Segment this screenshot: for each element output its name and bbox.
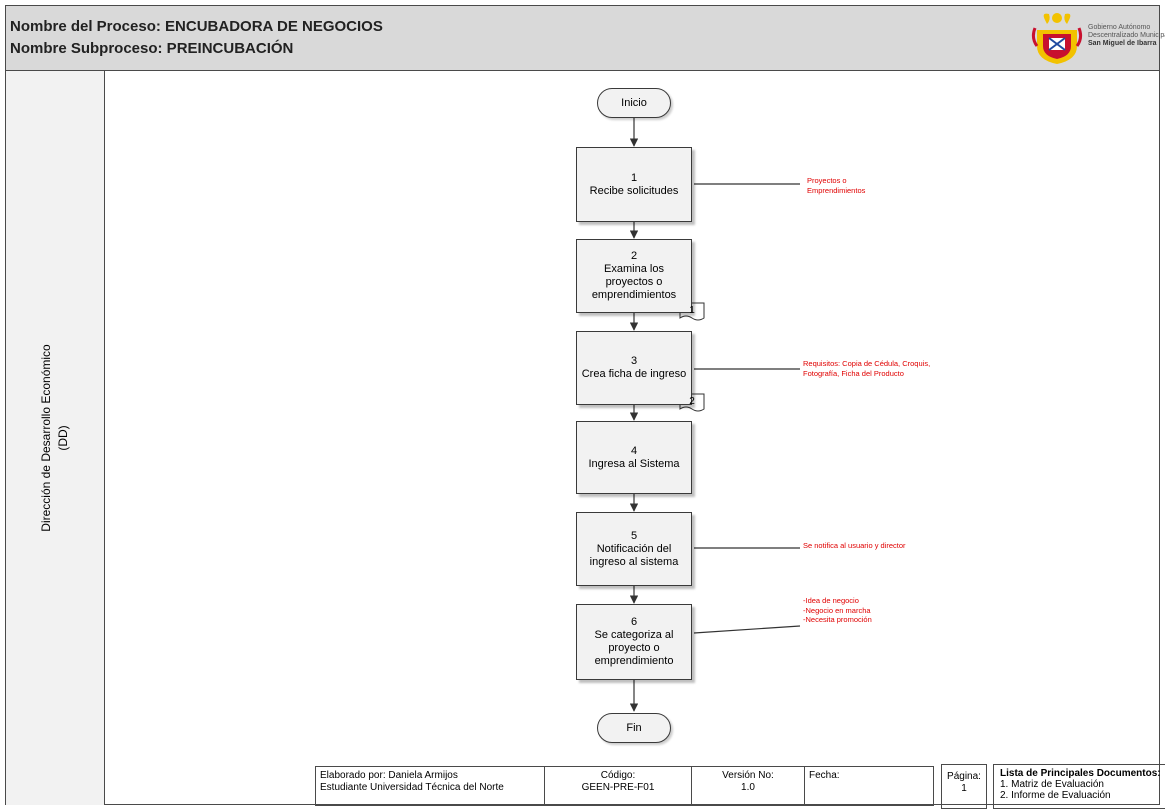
gov-line1: Gobierno Autónomo: [1088, 24, 1151, 31]
author-affiliation: Estudiante Universidad Técnica del Norte: [320, 782, 504, 793]
documents-list-item: 1. Matriz de Evaluación: [1000, 779, 1104, 790]
step-number: 5: [630, 529, 638, 542]
documents-list-item: 2. Informe de Evaluación: [1000, 790, 1111, 801]
document-ref-1: 1: [689, 305, 695, 316]
code-cell: Código: GEEN-PRE-F01: [544, 766, 692, 806]
annotation-line: -Necesita promoción: [803, 615, 872, 624]
version-label: Versión No:: [722, 770, 774, 781]
process-step-3: 3 Crea ficha de ingreso: [576, 331, 692, 405]
annotation-line: Fotografía, Ficha del Producto: [803, 368, 904, 378]
code-value: GEEN-PRE-F01: [581, 782, 655, 793]
page-cell: Página: 1: [941, 764, 987, 809]
gov-line2: Descentralizado Municipal: [1088, 32, 1165, 39]
annotation-line: Requisitos: Copia de Cédula, Croquis,: [803, 359, 931, 368]
documents-list-title: Lista de Principales Documentos:: [1000, 768, 1161, 779]
step-text: Crea ficha de ingreso: [581, 368, 687, 380]
end-label: Fin: [626, 722, 642, 734]
process-title: Nombre del Proceso: ENCUBADORA DE NEGOCI…: [10, 18, 383, 35]
step-number: 4: [630, 444, 638, 457]
document-ref-2: 2: [689, 396, 695, 407]
header-bar: Nombre del Proceso: ENCUBADORA DE NEGOCI…: [6, 6, 1165, 71]
process-step-4: 4 Ingresa al Sistema: [576, 421, 692, 494]
step-text: Se categoriza al proyecto o emprendimien…: [594, 629, 674, 667]
annotation-line-6: [693, 625, 801, 634]
end-terminator: Fin: [597, 713, 671, 743]
start-label: Inicio: [621, 97, 647, 109]
author-label: Elaborado por: Daniela Armijos: [320, 770, 458, 781]
documents-list: Lista de Principales Documentos: 1. Matr…: [993, 764, 1165, 809]
annotation-line: -Idea de negocio: [803, 596, 859, 605]
footer-table: Elaborado por: Daniela Armijos Estudiant…: [315, 766, 934, 806]
annotation-line: Se notifica al usuario y director: [803, 541, 906, 550]
step-text: Notificación del ingreso al sistema: [589, 542, 679, 568]
version-cell: Versión No: 1.0: [691, 766, 805, 806]
annotation-step-5: Se notifica al usuario y director: [803, 541, 906, 551]
version-value: 1.0: [741, 782, 755, 793]
process-step-2: 2 Examina los proyectos o emprendimiento…: [576, 239, 692, 313]
process-step-1: 1 Recibe solicitudes: [576, 147, 692, 222]
annotation-step-1: Proyectos o Emprendimientos: [807, 176, 865, 195]
code-label: Código:: [600, 770, 636, 781]
date-label: Fecha:: [809, 770, 840, 781]
page-number: 1: [961, 783, 967, 794]
annotation-step-6: -Idea de negocio -Negocio en marcha -Nec…: [803, 596, 872, 625]
annotation-line: Emprendimientos: [807, 185, 866, 195]
step-text: Examina los proyectos o emprendimientos: [591, 263, 677, 301]
start-terminator: Inicio: [597, 88, 671, 118]
step-number: 6: [630, 616, 638, 628]
step-text: Ingresa al Sistema: [588, 457, 680, 470]
process-step-6: 6 Se categoriza al proyecto o emprendimi…: [576, 604, 692, 680]
swimlane-header: [6, 71, 105, 805]
gov-label: Gobierno Autónomo Descentralizado Munici…: [1088, 24, 1165, 48]
process-step-5: 5 Notificación del ingreso al sistema: [576, 512, 692, 586]
step-number: 3: [630, 355, 638, 367]
step-number: 1: [630, 171, 638, 184]
coat-of-arms-logo: [1031, 13, 1083, 64]
date-cell: Fecha:: [804, 766, 934, 806]
subprocess-title: Nombre Subproceso: PREINCUBACIÓN: [10, 40, 294, 57]
annotation-line: Proyectos o: [807, 176, 847, 185]
step-text: Recibe solicitudes: [589, 184, 679, 197]
annotation-step-3: Requisitos: Copia de Cédula, Croquis, Fo…: [803, 359, 930, 378]
page-label: Página:: [947, 771, 981, 782]
author-cell: Elaborado por: Daniela Armijos Estudiant…: [315, 766, 545, 806]
annotation-line: -Negocio en marcha: [803, 605, 871, 615]
step-number: 2: [630, 250, 638, 262]
gov-line3: San Miguel de Ibarra: [1088, 40, 1157, 47]
